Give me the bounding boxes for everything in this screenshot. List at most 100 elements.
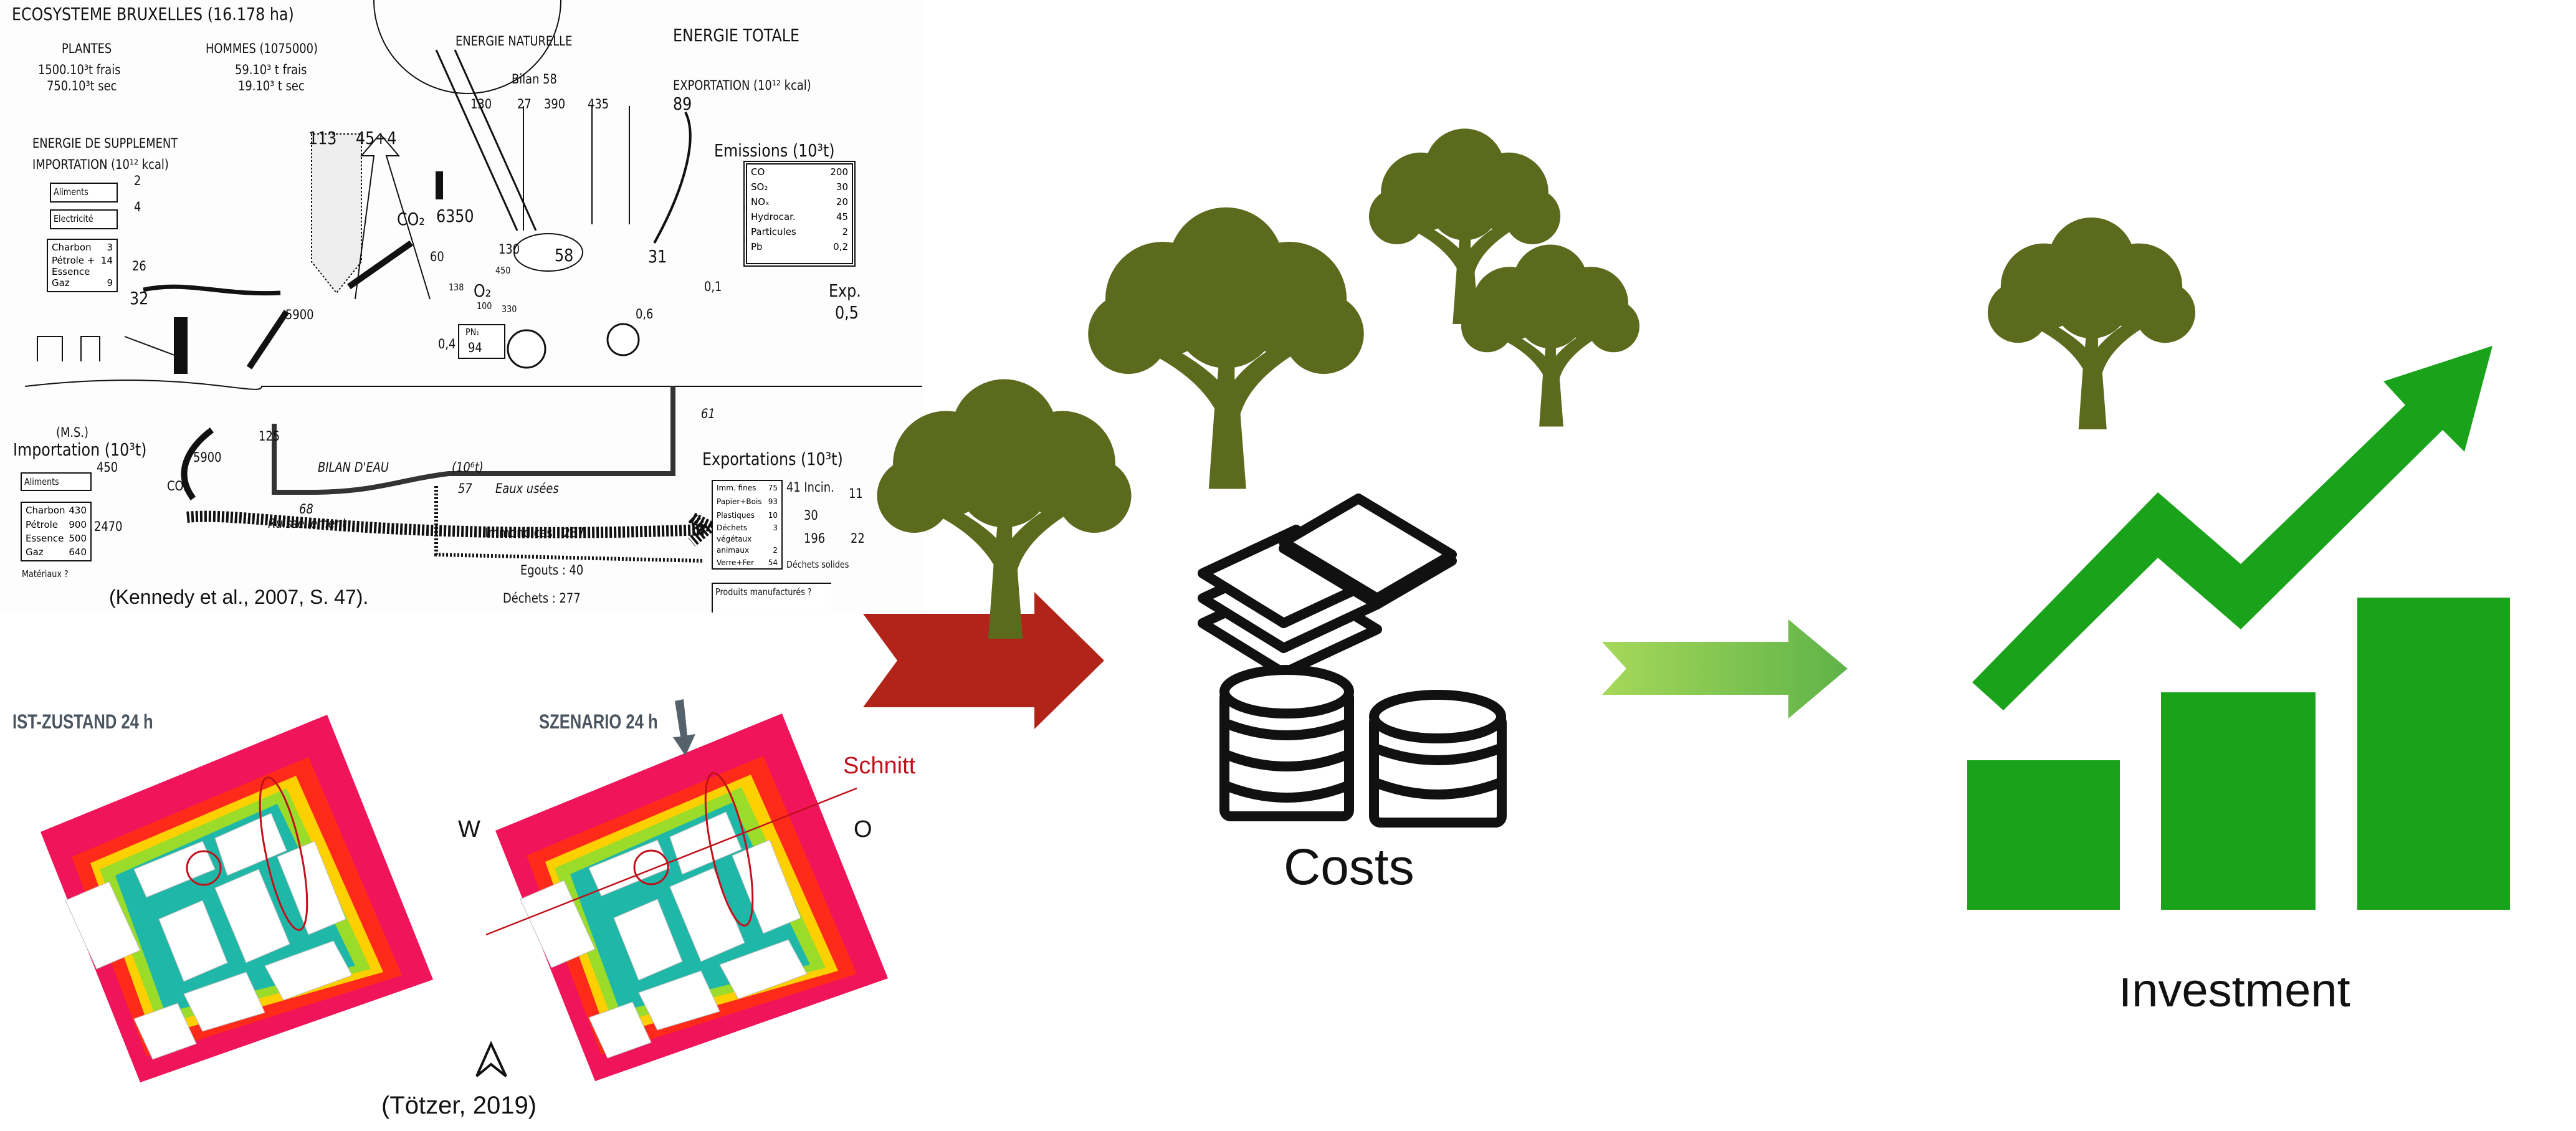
plantes-sec: 750.10³t sec	[47, 79, 117, 93]
value-6350: 6350	[436, 206, 474, 226]
plantes-frais: 1500.10³t frais	[38, 62, 121, 77]
highlight-circle	[186, 850, 222, 886]
diagram-lines	[24, 0, 922, 563]
bilan-eau: BILAN D'EAU	[318, 460, 389, 475]
value-31: 31	[648, 246, 667, 267]
value-196: 196	[804, 531, 826, 546]
value-0-4: 0,4	[438, 336, 456, 351]
emission-row: Hydrocar.45	[751, 211, 848, 222]
east-label: O	[854, 816, 872, 842]
tree-icon	[1088, 207, 1364, 489]
top-number: 27	[517, 97, 532, 112]
tree-icon	[1987, 217, 2196, 429]
north-arrow-icon	[475, 1041, 507, 1077]
red-arrow-icon	[863, 592, 1104, 729]
investment-label: Investment	[2119, 978, 2350, 1016]
schnitt-label: Schnitt	[843, 753, 916, 779]
fuel-row: Pétrole +14	[52, 255, 113, 266]
growth-bar-3	[2357, 598, 2510, 910]
value-138: 138	[449, 282, 464, 293]
hommes-label: HOMMES (1075000)	[206, 41, 318, 56]
egouts-label: Egouts : 40	[520, 563, 584, 578]
green-arrow-icon	[1602, 619, 1848, 718]
growth-bar-1	[1967, 760, 2120, 910]
plantes-label: PLANTES	[62, 41, 112, 56]
dechets-solides: Déchets solides	[786, 559, 849, 570]
kennedy-caption: (Kennedy et al., 2007, S. 47).	[109, 586, 369, 608]
importation-t: Importation (10³t)	[13, 439, 147, 460]
pn-box: PN₁ 94	[458, 324, 505, 359]
value-22: 22	[851, 531, 865, 546]
value-0-5: 0,5	[835, 302, 859, 323]
ist-zustand-label: IST-ZUSTAND 24 h	[12, 710, 153, 733]
ist-zustand-map	[40, 714, 434, 1083]
energie-totale: ENERGIE TOTALE	[673, 25, 800, 45]
co2b-label: CO₂	[167, 479, 188, 494]
value-125: 125	[259, 429, 280, 444]
value-5900b: 5900	[193, 450, 222, 465]
hommes-frais: 59.10³ t frais	[235, 62, 307, 77]
ms-label: (M.S.)	[56, 425, 89, 440]
wind-arrow-icon	[673, 699, 695, 756]
aliments-value: 2	[134, 173, 141, 188]
fuel-row: Essence	[52, 266, 90, 277]
diagram-title: ECOSYSTEME BRUXELLES (16.178 ha)	[12, 4, 294, 24]
value-113: 113	[308, 128, 337, 148]
produits-box: Produits manufacturés ?	[712, 583, 831, 613]
trend-arrow-icon	[1972, 346, 2493, 710]
brussels-ecosystem-diagram: ECOSYSTEME BRUXELLES (16.178 ha) PLANTES…	[0, 0, 922, 614]
importation-kcal: IMPORTATION (10¹² kcal)	[32, 157, 169, 172]
tree-icon	[1461, 244, 1640, 427]
value-5900: 5900	[285, 307, 314, 322]
emissions-title: Emissions (10³t)	[714, 140, 835, 161]
bilan-eau-unit: (10⁶t)	[452, 460, 484, 475]
value-0-6: 0,6	[636, 307, 654, 322]
west-label: W	[458, 816, 480, 842]
value-60: 60	[430, 249, 444, 264]
exp-label: Exp.	[829, 280, 861, 301]
value-61: 61	[701, 406, 715, 421]
exportation-kcal: EXPORTATION (10¹² kcal)	[673, 78, 811, 93]
electricite-value: 4	[134, 199, 141, 214]
top-number: 89	[673, 93, 692, 114]
incin-label: 41 Incin.	[786, 480, 834, 495]
top-number: 435	[588, 97, 609, 112]
ruissellement: Ruissellement	[268, 516, 346, 531]
value-57: 57	[458, 481, 472, 496]
bilan-label: Bilan 58	[512, 72, 557, 87]
aliments-t-box: Aliments	[21, 472, 92, 491]
value-0-1: 0,1	[704, 279, 722, 294]
hommes-sec: 19.10³ t sec	[238, 79, 305, 93]
electricite-label: Electricité	[54, 213, 93, 224]
pn-label: PN₁	[465, 327, 480, 338]
produits-label: Produits manufacturés ?	[715, 586, 812, 598]
costs-label: Costs	[1284, 839, 1414, 895]
aliments-t-label: Aliments	[24, 476, 59, 487]
money-stack-icon	[1198, 494, 1507, 828]
dechets-label: Déchets : 277	[503, 591, 581, 606]
electricite-box: Electricité	[50, 209, 118, 229]
highlight-ellipse	[704, 772, 754, 927]
section-line	[485, 787, 857, 936]
aliments-label: Aliments	[54, 186, 88, 198]
value-32: 32	[130, 288, 149, 308]
growth-bar-2	[2161, 692, 2316, 910]
